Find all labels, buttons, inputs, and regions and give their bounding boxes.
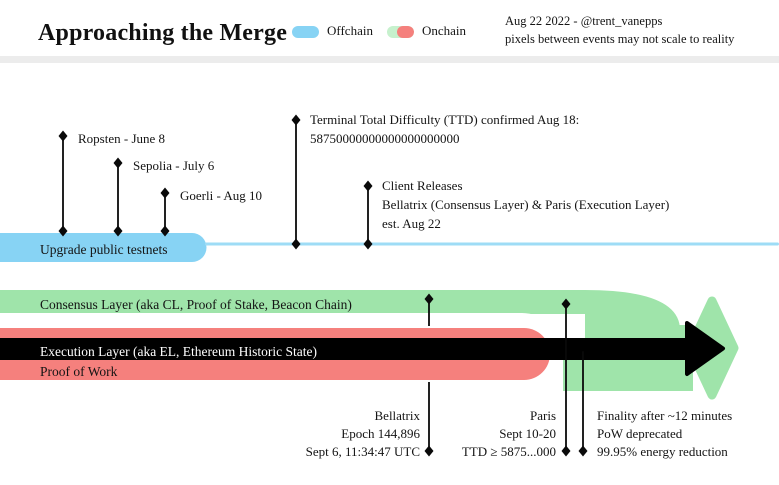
pow-band-label: Proof of Work <box>40 364 118 379</box>
merge-results-line2: PoW deprecated <box>597 426 683 441</box>
client-releases-line1: Client Releases <box>382 178 463 193</box>
legend-offchain-label: Offchain <box>327 23 373 38</box>
paris-line2: Sept 10-20 <box>499 426 556 441</box>
event-marker-sepolia <box>113 157 123 237</box>
black-execution-arrowhead <box>685 321 725 376</box>
event-marker-ropsten <box>58 130 68 237</box>
credit-block: Aug 22 2022 - @trent_vanepps pixels betw… <box>505 12 734 48</box>
bellatrix-line1: Bellatrix <box>374 408 421 423</box>
event-marker-finality <box>578 351 588 457</box>
client-releases-line2: Bellatrix (Consensus Layer) & Paris (Exe… <box>382 197 670 212</box>
offchain-timeline <box>205 242 779 246</box>
legend-onchain-pill-icon <box>387 26 414 38</box>
event-marker-paris <box>561 298 571 457</box>
event-label-ropsten: Ropsten - June 8 <box>78 131 166 146</box>
paris-line1: Paris <box>530 408 556 423</box>
execution-band-black <box>0 338 688 360</box>
event-label-sepolia: Sepolia - July 6 <box>133 158 215 173</box>
credit-note: pixels between events may not scale to r… <box>505 32 735 46</box>
paris-line3: TTD ≥ 5875...000 <box>461 444 556 459</box>
event-label-client-releases: Client Releases Bellatrix (Consensus Lay… <box>382 176 669 233</box>
bellatrix-line2: Epoch 144,896 <box>341 426 420 441</box>
testnet-band <box>0 233 207 262</box>
ttd-line2: 58750000000000000000000 <box>310 131 460 146</box>
testnet-band-label: Upgrade public testnets <box>40 242 168 257</box>
event-marker-client-releases <box>363 180 373 250</box>
event-label-merge-results: Finality after ~12 minutes PoW deprecate… <box>597 407 732 461</box>
event-label-ttd: Terminal Total Difficulty (TTD) confirme… <box>310 110 579 148</box>
client-releases-line3: est. Aug 22 <box>382 216 441 231</box>
legend-onchain-red-half <box>397 26 414 38</box>
event-marker-ttd <box>291 114 301 250</box>
event-marker-bellatrix <box>424 293 434 457</box>
page-title: Approaching the Merge <box>38 20 288 46</box>
header-divider <box>0 56 779 63</box>
ttd-line1: Terminal Total Difficulty (TTD) confirme… <box>310 112 580 127</box>
legend-onchain-label: Onchain <box>422 23 467 38</box>
event-label-paris: Paris Sept 10-20 TTD ≥ 5875...000 <box>406 407 556 461</box>
credit-date: Aug 22 2022 - @trent_vanepps <box>505 14 663 28</box>
consensus-band <box>0 290 693 391</box>
merge-results-line1: Finality after ~12 minutes <box>597 408 733 423</box>
event-label-bellatrix: Bellatrix Epoch 144,896 Sept 6, 11:34:47… <box>220 407 420 461</box>
consensus-band-label: Consensus Layer (aka CL, Proof of Stake,… <box>40 297 352 312</box>
bellatrix-line3: Sept 6, 11:34:47 UTC <box>305 444 420 459</box>
execution-band-label: Execution Layer (aka EL, Ethereum Histor… <box>40 344 318 359</box>
merge-results-line3: 99.95% energy reduction <box>597 444 728 459</box>
event-label-goerli: Goerli - Aug 10 <box>180 188 262 203</box>
legend-offchain-pill-icon <box>292 26 319 38</box>
event-marker-goerli <box>160 187 170 237</box>
